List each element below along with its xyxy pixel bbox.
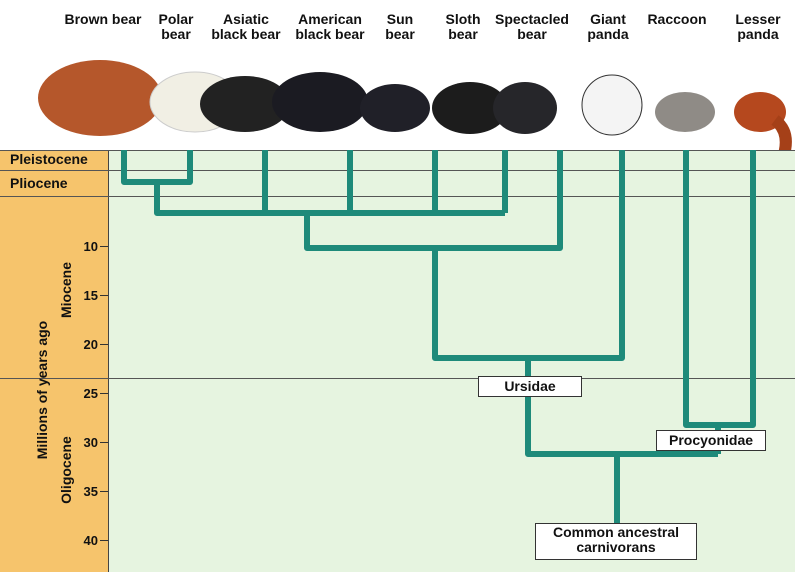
time-axis-panel [0, 150, 109, 572]
tick-mark-25 [100, 393, 108, 394]
brown-bear-illustration [38, 60, 162, 136]
epoch-label-pleistocene: Pleistocene [10, 151, 88, 167]
label-ursidae: Ursidae [478, 376, 582, 397]
taxon-label-raccoon: Raccoon [647, 12, 706, 27]
taxon-label-spectacled-bear: Spectacled bear [495, 12, 569, 42]
taxon-label-sun-bear: Sun bear [385, 12, 415, 42]
boundary-line-pliocene [0, 196, 795, 197]
label-common-ancestor: Common ancestral carnivorans [535, 523, 697, 560]
tick-mark-35 [100, 491, 108, 492]
american-black-bear-illustration [272, 72, 368, 132]
lesser-panda-tail-illustration [775, 120, 786, 150]
tick-label-15: 15 [68, 288, 98, 303]
taxon-label-american-black-bear: American black bear [295, 12, 364, 42]
boundary-line-top [0, 150, 795, 151]
tick-label-10: 10 [68, 239, 98, 254]
label-procyonidae: Procyonidae [656, 430, 766, 451]
spectacled-bear-illustration [493, 82, 557, 134]
taxon-labels: Brown bear Polar bear Asiatic black bear… [0, 12, 798, 52]
epoch-label-pliocene: Pliocene [10, 175, 68, 191]
boundary-line-miocene-oligocene [0, 378, 795, 379]
taxon-label-giant-panda: Giant panda [587, 12, 628, 42]
tick-label-25: 25 [68, 386, 98, 401]
giant-panda-illustration [582, 75, 642, 135]
tick-mark-10 [100, 246, 108, 247]
sun-bear-illustration [360, 84, 430, 132]
tick-label-20: 20 [68, 337, 98, 352]
tick-mark-20 [100, 344, 108, 345]
polar-bear-illustration [150, 72, 240, 132]
sloth-bear-illustration [432, 82, 508, 134]
tick-mark-40 [100, 540, 108, 541]
tick-mark-30 [100, 442, 108, 443]
tick-label-30: 30 [68, 435, 98, 450]
boundary-line-pleistocene [0, 170, 795, 171]
taxon-label-brown-bear: Brown bear [64, 12, 141, 27]
tick-mark-15 [100, 295, 108, 296]
tick-label-40: 40 [68, 533, 98, 548]
asiatic-black-bear-illustration [200, 76, 290, 132]
taxon-label-lesser-panda: Lesser panda [735, 12, 780, 42]
plot-area [109, 150, 795, 572]
taxon-label-polar-bear: Polar bear [158, 12, 193, 42]
taxon-label-asiatic-black-bear: Asiatic black bear [211, 12, 280, 42]
raccoon-illustration [655, 92, 715, 132]
taxon-label-sloth-bear: Sloth bear [446, 12, 481, 42]
axis-title: Millions of years ago [34, 321, 50, 459]
lesser-panda-illustration [734, 92, 786, 132]
tick-label-35: 35 [68, 484, 98, 499]
